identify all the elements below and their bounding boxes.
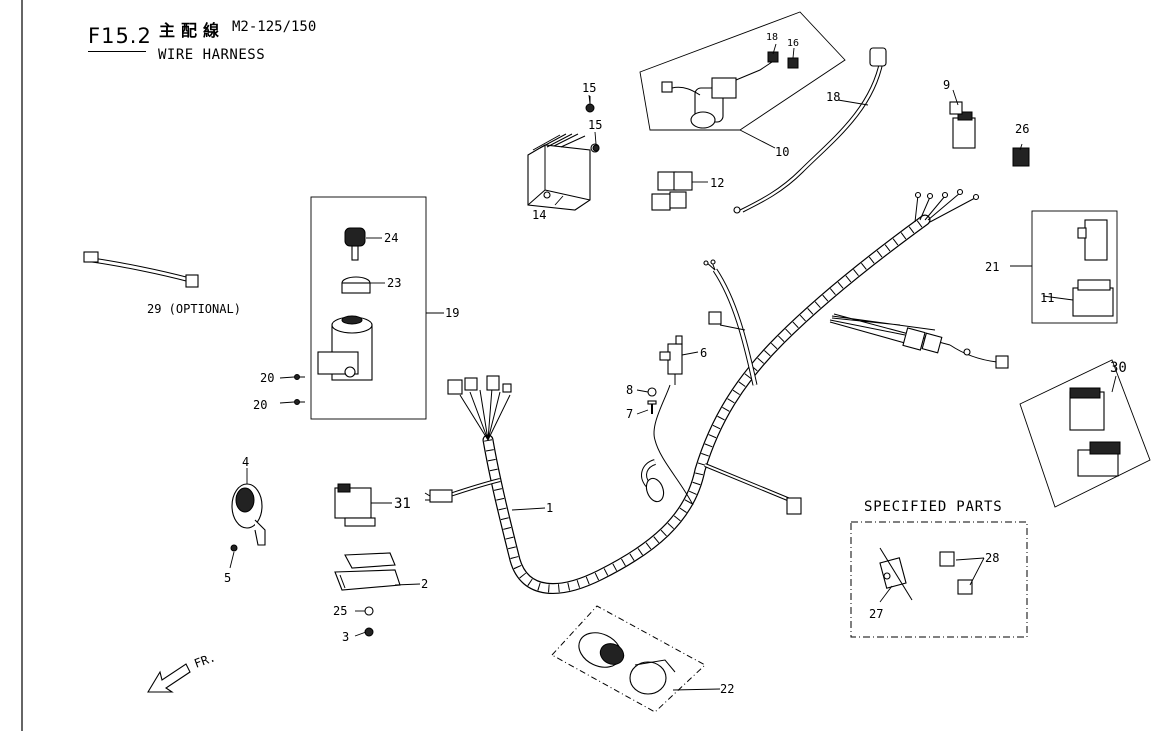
callout-16: 16 [787, 38, 799, 49]
callout-9: 9 [943, 78, 950, 92]
callout-10: 10 [775, 145, 789, 159]
callout-11: 11 [1040, 291, 1054, 305]
front-direction-arrow [147, 663, 191, 693]
part-14-regulator [527, 133, 600, 211]
callout-7: 7 [626, 407, 633, 421]
title-english: WIRE HARNESS [158, 47, 266, 63]
part-15-bolts [585, 96, 600, 152]
callout-21: 21 [985, 260, 999, 274]
callout-18-small: 18 [766, 32, 778, 43]
part-7-8-screw-washer [647, 387, 657, 414]
title-chinese: 主配線 [159, 21, 226, 40]
part-30-box [1019, 359, 1151, 508]
callout-15-lower: 15 [588, 118, 602, 132]
specified-parts-box [850, 521, 1028, 638]
callout-14: 14 [532, 208, 546, 222]
part-19-ignition-box [294, 196, 427, 420]
callout-26: 26 [1015, 122, 1029, 136]
callout-leaders [229, 43, 1117, 691]
specified-parts-label: SPECIFIED PARTS [864, 499, 1003, 515]
part-18-wire [733, 47, 887, 214]
part-9-switch [949, 101, 976, 149]
callout-20-lower: 20 [253, 398, 267, 412]
model-number: M2-125/150 [232, 19, 317, 35]
callout-25: 25 [333, 604, 347, 618]
callout-20-upper: 20 [260, 371, 274, 385]
callout-6: 6 [700, 346, 707, 360]
main-wire-harness [424, 188, 1009, 594]
part-22-box [551, 605, 706, 713]
callout-27: 27 [869, 607, 883, 621]
part-3-25-bolt [364, 606, 374, 637]
callout-22: 22 [720, 682, 734, 696]
callout-15-upper: 15 [582, 81, 596, 95]
callout-29-optional: 29 (OPTIONAL) [147, 302, 241, 316]
callout-12: 12 [710, 176, 724, 190]
figure-code-underline [88, 51, 146, 52]
callout-18: 18 [826, 90, 840, 104]
callout-28: 28 [985, 551, 999, 565]
callout-labels: 1 2 3 4 5 6 7 8 9 10 11 12 14 15 15 16 1… [147, 32, 1127, 696]
callout-19: 19 [445, 306, 459, 320]
part-26-fuse [1012, 147, 1030, 167]
callout-30: 30 [1110, 360, 1127, 376]
part-21-box [1031, 210, 1118, 324]
callout-2: 2 [421, 577, 428, 591]
part-31-relay [334, 483, 376, 527]
callout-3: 3 [342, 630, 349, 644]
callout-23: 23 [387, 276, 401, 290]
callout-5: 5 [224, 571, 231, 585]
callout-24: 24 [384, 231, 398, 245]
part-10-assembly [639, 11, 846, 131]
figure-code: F15.2 [88, 24, 152, 48]
part-6-sensor [659, 335, 683, 385]
fr-label: FR. [192, 650, 217, 671]
part-4-horn [230, 483, 266, 552]
callout-8: 8 [626, 383, 633, 397]
part-12-relays [651, 171, 693, 211]
part-2-cover [334, 552, 401, 591]
callout-4: 4 [242, 455, 249, 469]
part-29-optional-wire [83, 251, 199, 288]
callout-31: 31 [394, 496, 411, 512]
callout-1: 1 [546, 501, 553, 515]
